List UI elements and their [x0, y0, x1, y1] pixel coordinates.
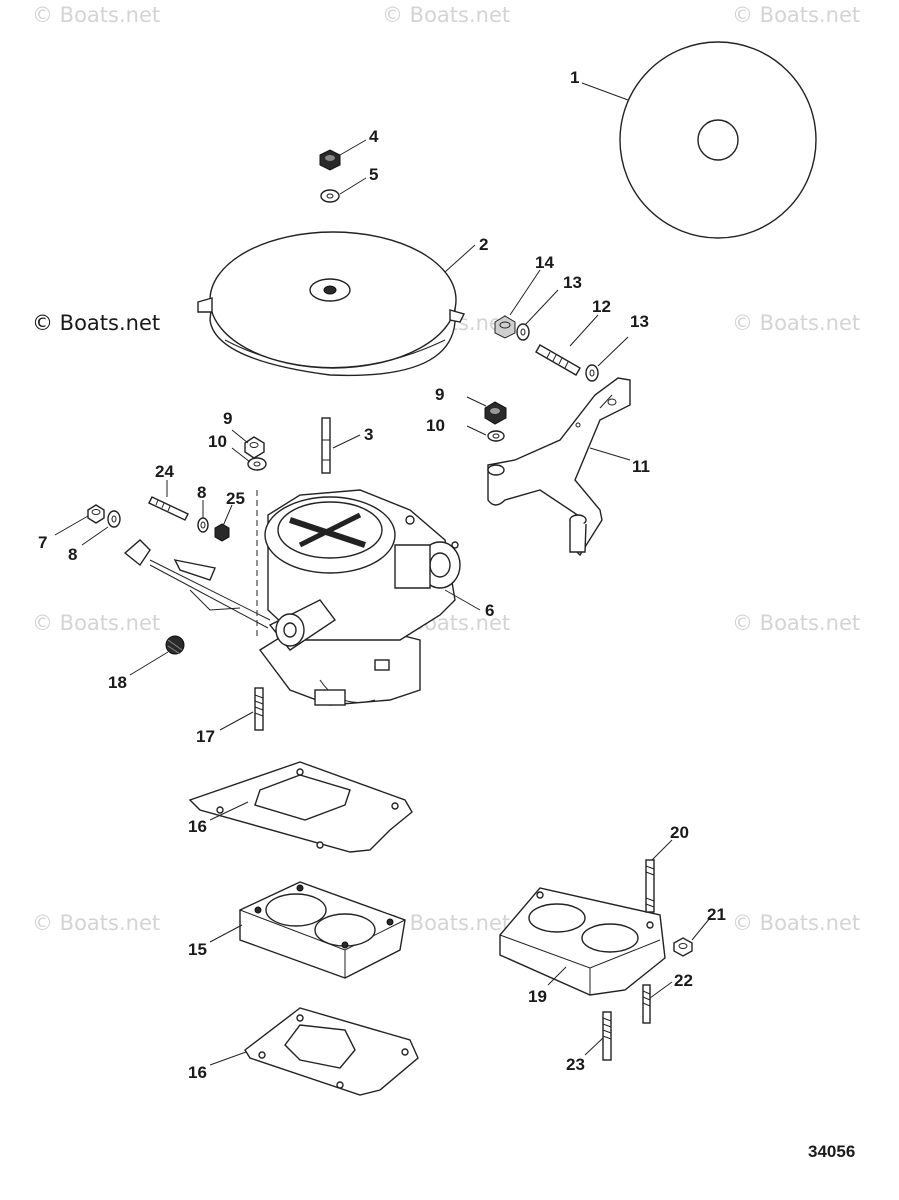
- callout-1: 1: [570, 68, 579, 87]
- part-14-nut: [494, 315, 516, 339]
- callout-8: 8: [197, 483, 206, 502]
- watermark: © Boats.net: [732, 611, 860, 635]
- part-5-washer: [320, 189, 340, 203]
- callout-17: 17: [196, 727, 215, 746]
- watermark: © Boats.net: [32, 611, 160, 635]
- watermark: © Boats.net: [732, 911, 860, 935]
- part-1-flame-arrestor-disc: [619, 41, 817, 239]
- callout-15: 15: [188, 940, 207, 959]
- watermark: © Boats.net: [732, 311, 860, 335]
- callout-25: 25: [226, 489, 245, 508]
- watermark: © Boats.net: [382, 3, 510, 27]
- part-11-bracket: [487, 377, 631, 557]
- part-10-washer-left: [247, 457, 267, 471]
- callout-18: 18: [108, 673, 127, 692]
- part-21-nut: [673, 937, 693, 957]
- callout-6: 6: [485, 601, 494, 620]
- part-25-nut: [214, 523, 230, 542]
- part-18-spring: [165, 635, 185, 655]
- callout-10: 10: [208, 432, 227, 451]
- part-10-washer-right: [487, 430, 505, 442]
- callout-23: 23: [566, 1055, 585, 1074]
- callout-7: 7: [38, 533, 47, 552]
- part-4-nut: [319, 149, 341, 171]
- callout-4: 4: [369, 127, 379, 146]
- part-7-nut: [87, 504, 105, 524]
- callout-5: 5: [369, 165, 378, 184]
- callout-16: 16: [188, 817, 207, 836]
- callout-14: 14: [535, 253, 554, 272]
- callout-10: 10: [426, 416, 445, 435]
- callout-24: 24: [155, 462, 174, 481]
- watermark: © Boats.net: [732, 3, 860, 27]
- leader-lines: [54, 82, 711, 1066]
- callout-22: 22: [674, 971, 693, 990]
- watermark: © Boats.net: [32, 311, 160, 335]
- callout-13: 13: [630, 312, 649, 331]
- part-3-fitting: [321, 417, 331, 474]
- part-2-air-cleaner-cover: [197, 231, 466, 377]
- callout-labels: 1 2 3 4 5 6 7 8 8 9 9 10 10 11 12 13 13 …: [38, 68, 726, 1082]
- part-13-washer-lower: [585, 364, 599, 382]
- callout-11: 11: [632, 457, 650, 476]
- part-13-washer-upper: [516, 323, 530, 341]
- part-8-washer-mid: [197, 517, 209, 533]
- part-16-gasket-lower: [244, 1007, 419, 1096]
- diagram-number: 34056: [808, 1142, 855, 1161]
- part-8-washer-left: [107, 510, 121, 528]
- watermark: © Boats.net: [32, 911, 160, 935]
- part-23-stud: [602, 1011, 612, 1061]
- part-24-stud: [148, 496, 189, 521]
- callout-8: 8: [68, 545, 77, 564]
- part-22-stud: [642, 984, 651, 1024]
- callout-2: 2: [479, 235, 488, 254]
- callout-16: 16: [188, 1063, 207, 1082]
- part-19-adapter: [499, 887, 666, 996]
- callout-19: 19: [528, 987, 547, 1006]
- part-12-stud: [535, 344, 581, 376]
- part-20-stud: [645, 859, 655, 913]
- callout-3: 3: [364, 425, 373, 444]
- callout-9: 9: [435, 385, 444, 404]
- part-17-stud: [254, 687, 264, 731]
- callout-21: 21: [707, 905, 726, 924]
- watermark: © Boats.net: [32, 3, 160, 27]
- part-9-nut-right: [484, 401, 507, 425]
- part-6-carburetor: [123, 489, 461, 706]
- part-9-nut-left: [244, 436, 265, 459]
- callout-20: 20: [670, 823, 689, 842]
- callout-12: 12: [592, 297, 611, 316]
- part-15-spacer: [239, 881, 406, 979]
- callout-9: 9: [223, 409, 232, 428]
- part-16-gasket-upper: [188, 761, 413, 853]
- callout-13: 13: [563, 273, 582, 292]
